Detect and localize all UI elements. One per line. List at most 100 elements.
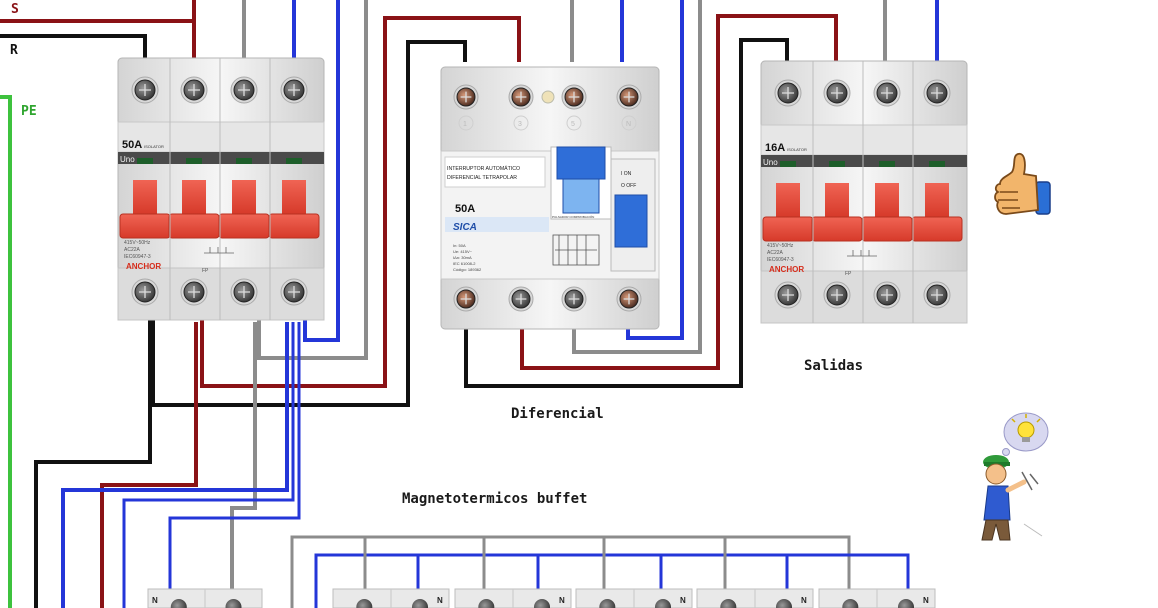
- isolator-handle-base: [861, 216, 913, 242]
- isolator-spec-0: 415V~50Hz: [124, 240, 151, 246]
- terminal-screw-icon: [280, 278, 308, 306]
- wire-feed-brown: [100, 322, 198, 608]
- terminal-marker: [513, 115, 529, 131]
- terminal-screw-icon: [131, 278, 159, 306]
- rcd-title-1: INTERRUPTOR AUTOMÁTICO: [447, 165, 520, 172]
- terminal-screw-icon: [180, 278, 208, 306]
- rcd-toggle-lever: [614, 194, 648, 248]
- rcd-device: INTERRUPTOR AUTOMÁTICO DIFERENCIAL TETRA…: [440, 66, 660, 330]
- isolator-brand: ANCHOR: [126, 262, 161, 271]
- rcd-spec-4: Código: 189362: [453, 267, 482, 272]
- rcd-switch-on: I ON: [621, 171, 632, 177]
- terminal-marker: [458, 115, 474, 131]
- rcd-spec-3: IEC 61008-2: [453, 261, 476, 266]
- phase-pe-label: PE: [21, 104, 37, 119]
- wire-feed-blue-1: [61, 322, 289, 608]
- isolator-spec-2: IEC60947-3: [767, 257, 794, 263]
- rcd-title-2: DIFERENCIAL TETRAPOLAR: [447, 175, 517, 181]
- isolator-handle-base: [119, 213, 171, 239]
- wire-rcd-l3-out: [572, 0, 702, 354]
- isolator-upper-band: [117, 121, 325, 153]
- wire-pe-inner: [0, 102, 7, 608]
- isolator-handle: [133, 180, 157, 214]
- terminal-marker: [566, 115, 582, 131]
- rcd-spec-0: In: 50A: [453, 243, 466, 248]
- wire-feed-grey: [230, 322, 257, 592]
- wire-rcd-l2-out: [520, 14, 838, 370]
- wire-feed-blue-3: [168, 322, 301, 592]
- terminal-screw-icon: [561, 84, 587, 110]
- isolator-rating: 16A: [765, 142, 785, 154]
- isolator-handle: [925, 183, 949, 217]
- output-isolator: 16A ISOLATOR Uno 415V~50Hz AC22A IEC6094…: [760, 60, 968, 324]
- neutral-mark: N: [437, 596, 443, 605]
- status-window: [780, 161, 796, 167]
- rcd-terminal-number: 5: [571, 121, 575, 128]
- isolator-pole-code: FP: [845, 271, 852, 277]
- status-window: [929, 161, 945, 167]
- isolator-handle-base: [811, 216, 863, 242]
- isolator-handle: [232, 180, 256, 214]
- wire-feed-blue-2: [122, 322, 295, 608]
- wire-main-l1-rcd: [151, 40, 467, 407]
- terminal-screw-icon: [842, 599, 859, 608]
- rcd-brand-band: [445, 217, 549, 232]
- isolator-series: Uno: [763, 158, 778, 167]
- electrician-idea-icon: [981, 412, 1049, 541]
- terminal-screw-icon: [823, 281, 851, 309]
- isolator-handle-base: [218, 213, 270, 239]
- neutral-mark: N: [801, 596, 807, 605]
- terminal-screw-icon: [131, 76, 159, 104]
- buffet-breaker: N: [332, 588, 450, 608]
- head: [985, 463, 1007, 485]
- wire-main-n-rcd: [303, 0, 340, 342]
- rcd-spec-1: Ue: 415V~: [453, 249, 473, 254]
- buffet-breaker: N: [575, 588, 693, 608]
- terminal-screw-icon: [230, 278, 258, 306]
- indicator-dot: [541, 90, 555, 104]
- status-window: [186, 158, 202, 164]
- isolator-upper-band: [760, 124, 968, 156]
- breakers-caption: Magnetotermicos buffet: [402, 491, 588, 507]
- status-window: [286, 158, 302, 164]
- terminal-screw-icon: [616, 286, 642, 312]
- rcd-terminal-number: 1: [463, 121, 467, 128]
- rcd-brand: SICA: [453, 222, 477, 233]
- neutral-mark: N: [152, 596, 158, 605]
- rcd-terminal-number: N: [626, 121, 631, 128]
- isolator-type: ISOLATOR: [787, 147, 807, 152]
- terminal-screw-icon: [923, 281, 951, 309]
- terminal-screw-icon: [774, 281, 802, 309]
- rcd-caption: Diferencial: [511, 406, 604, 422]
- terminal-screw-icon: [508, 286, 534, 312]
- isolator-handle: [776, 183, 800, 217]
- phase-s-label: S: [11, 2, 19, 17]
- isolator-pole-code: FP: [202, 268, 209, 274]
- terminal-screw-icon: [599, 599, 616, 608]
- neutral-mark: N: [923, 596, 929, 605]
- terminal-screw-icon: [453, 84, 479, 110]
- wire-main-l2-rcd: [200, 16, 521, 388]
- status-window: [879, 161, 895, 167]
- rcd-label: [444, 156, 546, 188]
- wire-layer: [0, 0, 939, 608]
- isolator-handle-base: [268, 213, 320, 239]
- rcd-test-button: [556, 146, 606, 180]
- wire-s-feed: [0, 0, 196, 23]
- wire-buffet-grey-bus: [290, 535, 851, 608]
- terminal-screw-icon: [774, 79, 802, 107]
- isolator-handle-base: [168, 213, 220, 239]
- wire-feed-black: [34, 320, 152, 608]
- terminal-screw-icon: [561, 286, 587, 312]
- phase-r-label: R: [10, 43, 18, 58]
- isolator-handle: [282, 180, 306, 214]
- buffet-breaker: N: [696, 588, 814, 608]
- isolator-handle-base: [762, 216, 814, 242]
- terminal-screw-icon: [873, 79, 901, 107]
- isolator-rating: 50A: [122, 139, 142, 151]
- rcd-switch-off: O OFF: [621, 183, 636, 189]
- wire-main-l3-rcd: [257, 0, 368, 360]
- terminal-screw-icon: [655, 599, 671, 608]
- terminal-screw-icon: [720, 599, 737, 608]
